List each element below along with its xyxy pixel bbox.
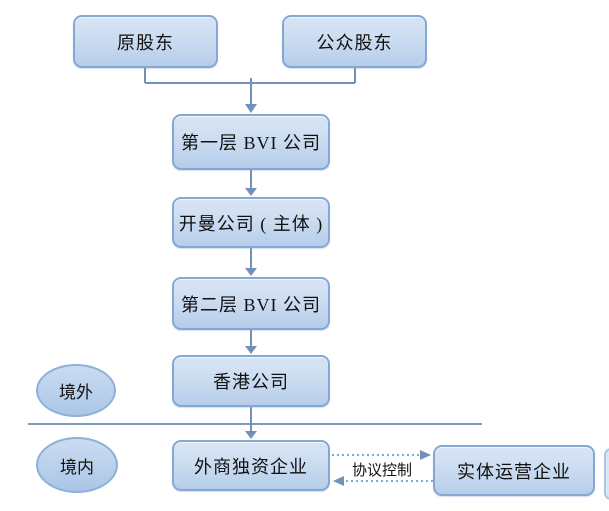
arrowhead-to-cayman [245,188,257,196]
node-original-shareholders: 原股东 [73,15,218,68]
edge-label-contractual-control: 协议控制 [351,463,412,479]
connector-shareholders-merge [144,68,356,104]
arrowhead-to-hongkong [245,346,257,354]
node-operating-entity: 实体运营企业 [433,445,595,496]
region-offshore-ellipse: 境外 [36,364,116,417]
arrowhead-to-bvi2 [245,268,257,276]
node-bvi-layer-1: 第一层 BVI 公司 [172,114,330,170]
arrowhead-back-to-wfoe [333,476,344,486]
clipped-shape-right-edge [604,448,609,500]
node-wfoe: 外商独资企业 [172,440,330,491]
node-bvi-layer-2: 第二层 BVI 公司 [172,277,330,330]
arrowhead-to-bvi1 [245,104,257,113]
region-onshore-ellipse: 境内 [36,437,118,493]
arrowhead-to-opco [420,450,431,460]
node-hong-kong-company: 香港公司 [172,355,330,407]
node-cayman-company: 开曼公司 ( 主体 ) [172,197,330,248]
node-public-shareholders: 公众股东 [282,15,427,68]
arrowhead-to-wfoe [245,431,257,439]
